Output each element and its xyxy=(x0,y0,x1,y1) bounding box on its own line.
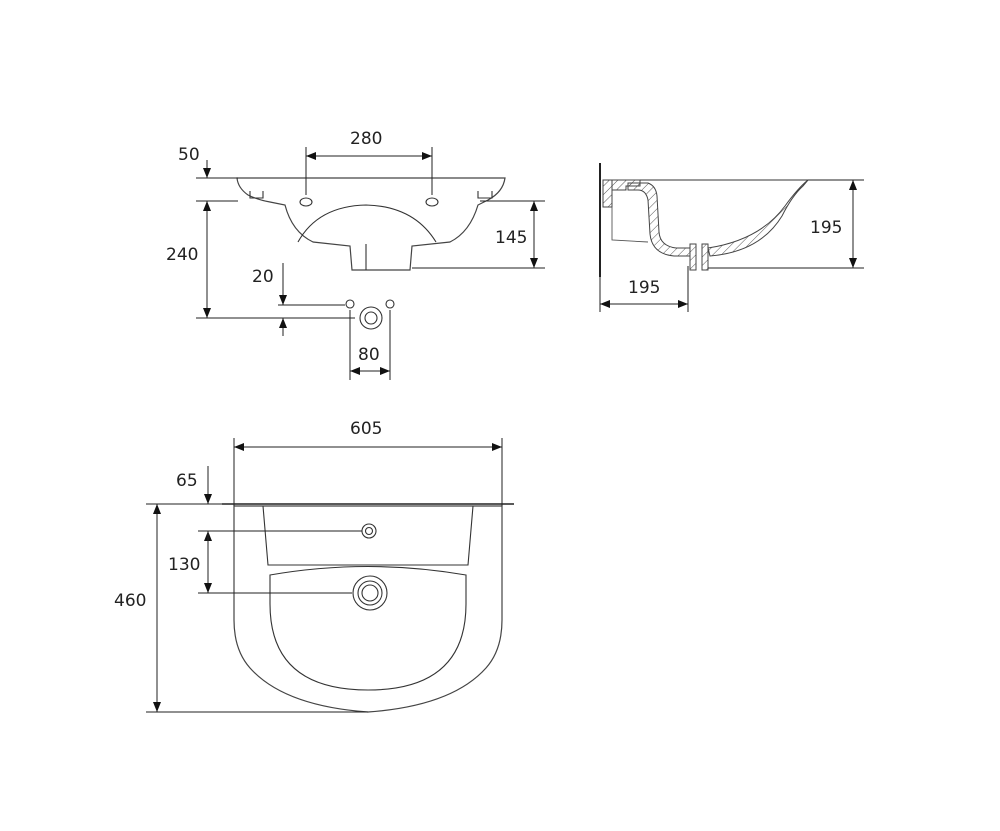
dim-top-width-label: 605 xyxy=(350,419,382,439)
waste-outlet-outer xyxy=(359,306,383,330)
drain-stub-right xyxy=(701,243,709,271)
top-view: 605 65 130 460 xyxy=(114,419,514,713)
basin-wall-section xyxy=(627,182,691,257)
drain-stub xyxy=(689,243,697,271)
top-drain-outer xyxy=(352,575,388,611)
dim-total-depth-label: 460 xyxy=(114,591,146,611)
waste-outlet-inner xyxy=(364,311,378,325)
top-drain-mid xyxy=(357,580,383,606)
side-back-edge xyxy=(611,207,649,243)
top-bowl-outline xyxy=(269,565,467,691)
waste-small-hole-right xyxy=(385,299,395,309)
dim-hole-spacing-label: 280 xyxy=(350,129,382,149)
dim-top-height-label: 50 xyxy=(178,145,200,165)
front-left-ledge xyxy=(249,191,264,199)
waste-small-hole-left xyxy=(345,299,355,309)
dim-hole-spread-label: 80 xyxy=(358,345,380,365)
front-right-tap-hole xyxy=(425,197,439,207)
front-view: 280 50 240 145 20 xyxy=(166,129,545,380)
dim-side-height-label: 195 xyxy=(810,218,842,238)
dim-rear-offset-label: 65 xyxy=(176,471,198,491)
front-bowl-curve xyxy=(297,204,437,243)
top-tap-hole-inner xyxy=(364,526,374,536)
front-basin-outline xyxy=(236,177,506,271)
dim-side-depth-label: 195 xyxy=(628,278,660,298)
bowl-floor-section xyxy=(707,179,809,257)
side-section-view: 195 195 xyxy=(599,163,864,312)
top-deck-line xyxy=(262,505,474,566)
dim-drain-offset-label: 130 xyxy=(168,555,200,575)
top-outer-outline xyxy=(233,505,503,713)
dim-hole-offset-label: 20 xyxy=(252,267,274,287)
front-right-ledge xyxy=(477,191,493,199)
rear-flange-section xyxy=(602,179,613,208)
dim-total-height-label: 240 xyxy=(166,245,198,265)
front-left-tap-hole xyxy=(299,197,313,207)
dim-bowl-height-label: 145 xyxy=(495,228,527,248)
top-drain-inner xyxy=(361,584,379,602)
